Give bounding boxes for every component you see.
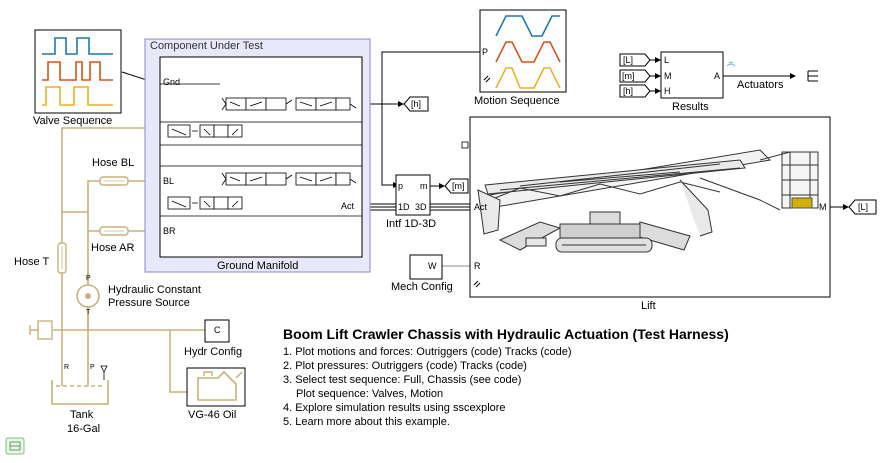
tank-label-2: 16-Gal bbox=[67, 423, 101, 435]
intf-port-m: m bbox=[420, 181, 428, 191]
port-br: BR bbox=[163, 226, 176, 236]
mech-config-port: W bbox=[428, 261, 437, 271]
motion-sequence-label: Motion Sequence bbox=[474, 95, 560, 107]
component-under-test-label: Component Under Test bbox=[150, 40, 263, 52]
valve-symbols-row3 bbox=[221, 172, 357, 186]
actuators-label: Actuators bbox=[737, 79, 784, 91]
intf-label: Intf 1D-3D bbox=[386, 218, 437, 230]
desc-line-4[interactable]: Plot sequence: Valves, Motion bbox=[296, 388, 444, 400]
intf-block[interactable] bbox=[395, 174, 431, 216]
port-act: Act bbox=[341, 201, 355, 211]
actuators-terminator[interactable] bbox=[807, 70, 818, 82]
hose-bl-label: Hose BL bbox=[92, 157, 135, 169]
goto-m-text: [m] bbox=[452, 181, 465, 191]
desc-line-5[interactable]: 4. Explore simulation results using ssce… bbox=[283, 402, 506, 414]
valve-symbols-row4 bbox=[167, 196, 243, 210]
pressure-source-port-p: P bbox=[86, 275, 91, 282]
desc-line-1[interactable]: 1. Plot motions and forces: Outriggers (… bbox=[283, 346, 572, 358]
hydr-config-port: C bbox=[214, 325, 221, 335]
lift-port-m: M bbox=[819, 202, 827, 212]
results-port-l: L bbox=[664, 55, 670, 65]
model-browser-icon[interactable] bbox=[5, 437, 25, 455]
desc-line-3[interactable]: 3. Select test sequence: Full, Chassis (… bbox=[283, 374, 522, 386]
oil-label: VG-46 Oil bbox=[188, 409, 237, 421]
pressure-source-port-t: T bbox=[86, 309, 91, 316]
signal-lines bbox=[121, 51, 846, 208]
valve-symbols-row1 bbox=[221, 97, 357, 111]
results-block[interactable] bbox=[660, 51, 724, 99]
motion-port-p: P bbox=[482, 47, 489, 57]
hydraulic-reference[interactable] bbox=[29, 320, 53, 340]
port-gnd: Gnd bbox=[163, 77, 181, 87]
hydr-config-block[interactable] bbox=[204, 319, 230, 343]
lift-block[interactable] bbox=[469, 116, 831, 298]
boom-lift-illustration bbox=[477, 149, 819, 253]
goto-l-text: [L] bbox=[858, 202, 869, 212]
pressure-source-label-2: Pressure Source bbox=[108, 297, 190, 309]
lift-label: Lift bbox=[641, 300, 656, 312]
goto-l-tag[interactable] bbox=[848, 199, 877, 215]
pressure-source-label-1: Hydraulic Constant bbox=[108, 284, 201, 296]
hose-ar-symbol[interactable] bbox=[99, 226, 129, 236]
valve-sequence-label: Valve Sequence bbox=[33, 115, 113, 127]
desc-line-2[interactable]: 2. Plot pressures: Outriggers (code) Tra… bbox=[283, 360, 527, 372]
hose-bl-symbol[interactable] bbox=[99, 176, 129, 186]
mech-config-label: Mech Config bbox=[391, 281, 453, 293]
lift-port-r: R bbox=[474, 261, 481, 271]
intf-port-p: p bbox=[398, 181, 404, 191]
from-h-text: [h] bbox=[623, 86, 634, 96]
tank-port-p: P bbox=[90, 364, 95, 371]
ground-manifold-label: Ground Manifold bbox=[217, 260, 299, 272]
results-label: Results bbox=[672, 101, 709, 113]
from-m-text: [m] bbox=[622, 71, 635, 81]
tank-port-r: R bbox=[64, 364, 70, 371]
tank-symbol[interactable] bbox=[51, 360, 109, 405]
intf-port-1d: 1D bbox=[398, 202, 410, 212]
tank-label-1: Tank bbox=[70, 409, 94, 421]
valve-symbols-row2 bbox=[167, 124, 243, 138]
hydr-config-label: Hydr Config bbox=[184, 346, 243, 358]
goto-h-text: [h] bbox=[411, 99, 422, 109]
from-l-text: [L] bbox=[623, 55, 634, 65]
ground-manifold-block[interactable] bbox=[159, 56, 363, 258]
hose-ar-label: Hose AR bbox=[91, 242, 135, 254]
goto-h-tag[interactable] bbox=[403, 96, 429, 112]
hose-t-label: Hose T bbox=[14, 256, 50, 268]
model-title: Boom Lift Crawler Chassis with Hydraulic… bbox=[283, 326, 729, 342]
results-port-m: M bbox=[664, 71, 672, 81]
results-port-h: H bbox=[664, 86, 671, 96]
goto-m-tag[interactable] bbox=[444, 178, 469, 194]
valve-sequence-scope[interactable] bbox=[34, 29, 122, 114]
pressure-source-symbol[interactable] bbox=[76, 284, 100, 308]
motion-sequence-scope[interactable] bbox=[479, 9, 567, 93]
lift-port-act: Act bbox=[474, 202, 488, 212]
port-bl: BL bbox=[163, 176, 175, 186]
results-port-a: A bbox=[714, 71, 721, 81]
from-tags[interactable] bbox=[619, 53, 651, 98]
oil-block[interactable] bbox=[186, 367, 246, 407]
hose-t-symbol[interactable] bbox=[57, 242, 67, 274]
intf-port-3d: 3D bbox=[415, 202, 427, 212]
mech-config-block[interactable] bbox=[409, 254, 443, 280]
desc-line-6[interactable]: 5. Learn more about this example. bbox=[283, 416, 450, 428]
